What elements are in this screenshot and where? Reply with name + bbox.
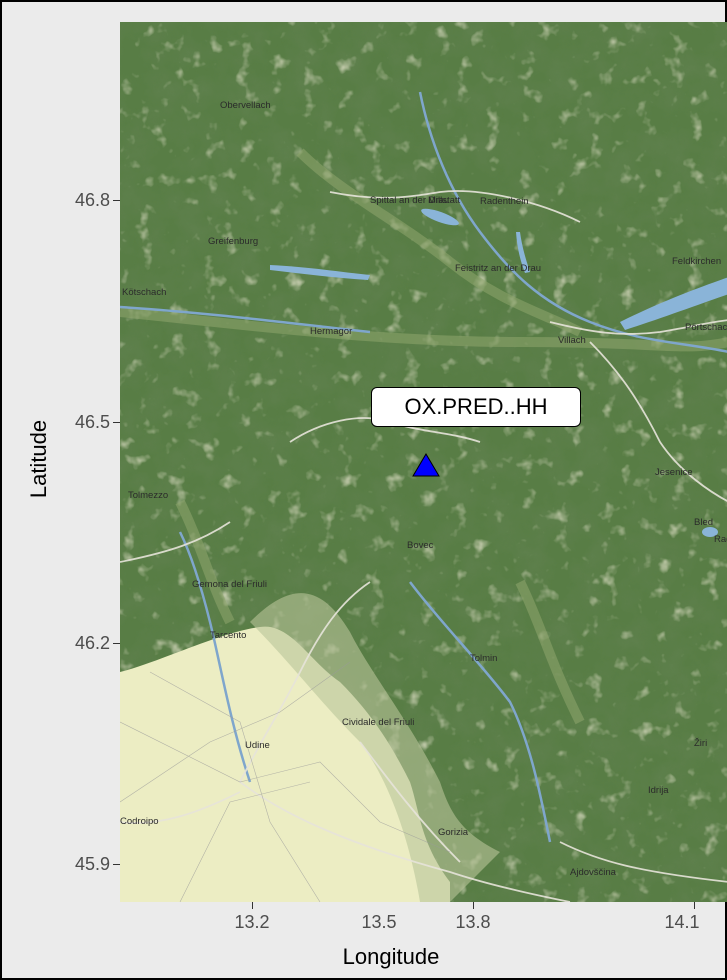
svg-text:Feldkirchen: Feldkirchen bbox=[672, 256, 721, 267]
x-tick-label: 13.2 bbox=[234, 912, 270, 932]
svg-text:Ajdovščina: Ajdovščina bbox=[570, 867, 617, 878]
svg-text:Codroipo: Codroipo bbox=[120, 816, 159, 827]
y-tick-mark bbox=[113, 422, 120, 423]
svg-text:Tolmin: Tolmin bbox=[470, 653, 497, 664]
y-tick-label: 46.2 bbox=[74, 633, 110, 653]
x-tick-mark bbox=[694, 902, 695, 909]
svg-text:Tarcento: Tarcento bbox=[210, 630, 246, 641]
svg-text:Gemona del Friuli: Gemona del Friuli bbox=[192, 579, 267, 590]
valleys bbox=[120, 148, 727, 725]
svg-text:Kötschach: Kötschach bbox=[122, 287, 166, 298]
svg-text:Radenthein: Radenthein bbox=[480, 196, 529, 207]
plain-area bbox=[120, 626, 450, 902]
place-labels: Obervellach Spittal an der Drau Millstat… bbox=[120, 100, 727, 878]
x-axis-title: Longitude bbox=[342, 944, 440, 969]
x-tick-label: 13.5 bbox=[361, 912, 397, 932]
station-triangle-marker[interactable] bbox=[411, 452, 441, 478]
y-tick-label: 46.8 bbox=[74, 190, 110, 210]
y-tick-mark bbox=[113, 200, 120, 201]
svg-text:Radovljica: Radovljica bbox=[714, 534, 727, 545]
svg-text:Tolmezzo: Tolmezzo bbox=[128, 490, 168, 501]
y-tick-mark bbox=[113, 643, 120, 644]
y-tick-label: 45.9 bbox=[74, 854, 110, 874]
svg-text:Bovec: Bovec bbox=[407, 540, 434, 551]
x-tick-mark bbox=[252, 902, 253, 909]
svg-text:Hermagor: Hermagor bbox=[310, 326, 352, 337]
svg-text:Feistritz an der Drau: Feistritz an der Drau bbox=[455, 263, 541, 274]
svg-text:Millstatt: Millstatt bbox=[428, 195, 461, 206]
svg-text:Cividale del Friuli: Cividale del Friuli bbox=[342, 717, 414, 728]
svg-text:Udine: Udine bbox=[245, 740, 270, 751]
svg-text:Žiri: Žiri bbox=[694, 738, 707, 749]
y-tick-label: 46.5 bbox=[74, 412, 110, 432]
svg-text:Idrija: Idrija bbox=[648, 785, 669, 796]
station-label: OX.PRED..HH bbox=[371, 387, 581, 427]
x-tick-label: 13.8 bbox=[455, 912, 491, 932]
svg-text:Greifenburg: Greifenburg bbox=[208, 236, 258, 247]
svg-text:Gorizia: Gorizia bbox=[438, 827, 469, 838]
x-tick-label: 14.1 bbox=[664, 912, 700, 932]
rivers bbox=[120, 91, 727, 843]
y-axis-title: Latitude bbox=[26, 419, 51, 499]
svg-text:Pörtschach: Pörtschach bbox=[685, 322, 727, 333]
x-tick-mark bbox=[473, 902, 474, 909]
svg-text:Bled: Bled bbox=[694, 517, 713, 528]
y-tick-mark bbox=[113, 864, 120, 865]
svg-text:Villach: Villach bbox=[558, 335, 586, 346]
svg-text:Obervellach: Obervellach bbox=[220, 100, 271, 111]
svg-text:Jesenice: Jesenice bbox=[655, 467, 693, 478]
lakes bbox=[270, 208, 727, 537]
svg-text:Spittal an der Drau: Spittal an der Drau bbox=[370, 195, 449, 206]
